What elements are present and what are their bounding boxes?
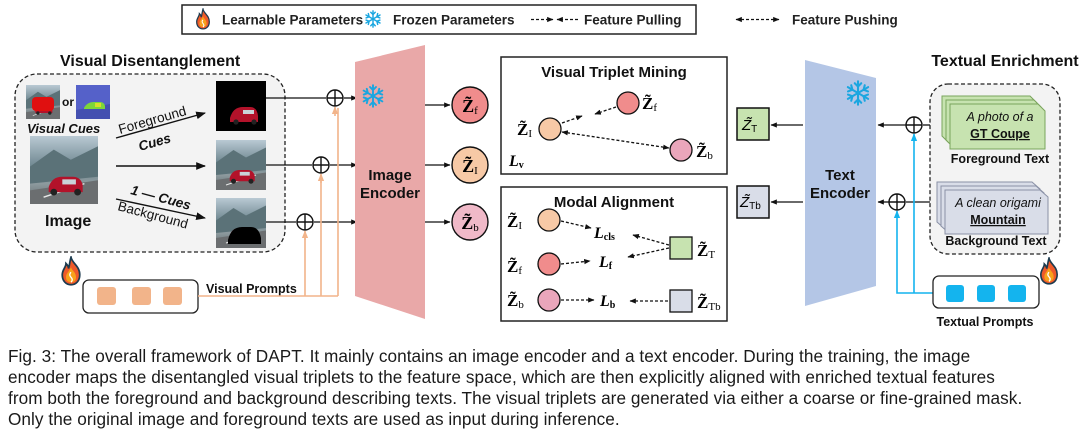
textual-enrichment-title: Textual Enrichment	[931, 53, 1079, 70]
feature-ztb-label: Z̃Tb	[739, 194, 761, 212]
input-image	[30, 136, 98, 204]
pull-arrow-zf	[594, 106, 617, 115]
textual-prompts: Textual Prompts	[932, 257, 1059, 329]
text-encoder-block	[805, 60, 876, 306]
align-zb-node	[537, 288, 561, 312]
visual-cues-label: Visual Cues	[27, 121, 100, 136]
legend-pushing: Feature Pushing	[792, 13, 898, 28]
background-arrow	[115, 198, 206, 220]
foreground-text-card: A photo of a GT Coupe	[941, 95, 1046, 150]
caption-line: Fig. 3: The overall framework of DAPT. I…	[8, 346, 971, 366]
image-encoder-block	[355, 45, 425, 319]
feature-zi-node	[451, 146, 489, 184]
fire-icon	[1039, 257, 1059, 285]
push-arrow-zi-zb	[561, 130, 670, 150]
visual-triplet-mining: Visual Triplet Mining Z̃f Z̃I Z̃b Lv	[500, 56, 728, 175]
feature-zi-label: Z̃I	[462, 156, 478, 177]
visual-flow-lines	[266, 89, 358, 231]
triplet-mining-title: Visual Triplet Mining	[541, 64, 687, 81]
feature-zt-label: Z̃T	[741, 117, 757, 135]
align-zf-node	[537, 252, 561, 276]
background-text-line1: A clean origami	[954, 196, 1042, 210]
background-text-card: A clean origami Mountain	[936, 181, 1049, 235]
or-label: or	[62, 95, 74, 109]
visual-disentanglement-title: Visual Disentanglement	[60, 53, 241, 70]
image-label: Image	[45, 213, 91, 230]
visual-disentanglement: Visual Disentanglement or Visual Cues Im…	[14, 53, 286, 253]
visual-cue-fine-mask	[76, 85, 110, 119]
visual-prompt-token[interactable]	[163, 287, 182, 305]
image-encoder-label-2: Encoder	[360, 185, 420, 202]
align-zi-node	[537, 208, 561, 232]
background-text-line2: Mountain	[970, 213, 1026, 227]
background-text-label: Background Text	[945, 234, 1047, 248]
feature-zf-node	[451, 86, 489, 124]
original-image	[216, 140, 266, 190]
foreground-text-line1: A photo of a	[966, 110, 1034, 124]
framework-diagram: Learnable Parameters Frozen Parameters F…	[14, 4, 1079, 329]
visual-prompt-token[interactable]	[97, 287, 116, 305]
fire-icon	[61, 256, 81, 286]
feature-ztb-node	[736, 185, 770, 219]
text-encoder: Text Encoder	[805, 60, 876, 306]
foreground-image	[216, 81, 266, 131]
image-encoder-label-1: Image	[368, 167, 411, 184]
legend: Learnable Parameters Frozen Parameters F…	[181, 4, 898, 35]
figure-caption: Fig. 3: The overall framework of DAPT. I…	[8, 346, 1076, 430]
triplet-loss-label: Lv	[508, 153, 524, 171]
loss-b-label: Lb	[599, 293, 616, 311]
caption-line: Only the original image and foreground t…	[8, 409, 620, 429]
visual-prompt-token[interactable]	[132, 287, 151, 305]
textual-prompt-token[interactable]	[1008, 285, 1026, 302]
image-encoder: Image Encoder	[355, 45, 425, 319]
modal-alignment-title: Modal Alignment	[554, 194, 674, 211]
text-encoder-label-1: Text	[825, 167, 855, 184]
feature-zt-node	[736, 107, 770, 141]
triplet-zi-node	[538, 117, 562, 141]
triplet-zb-node	[669, 138, 693, 162]
pull-arrow-zi	[561, 115, 583, 124]
legend-pulling: Feature Pulling	[584, 13, 682, 28]
legend-box	[181, 4, 697, 35]
foreground-text-line2: GT Coupe	[970, 127, 1030, 141]
legend-frozen: Frozen Parameters	[393, 13, 515, 28]
triplet-zf-node	[616, 91, 640, 115]
textual-prompt-token[interactable]	[946, 285, 964, 302]
visual-cue-coarse-mask	[26, 85, 60, 119]
text-encoder-label-2: Encoder	[810, 185, 870, 202]
visual-prompts-label: Visual Prompts	[206, 282, 297, 296]
loss-f-label: Lf	[598, 254, 613, 272]
align-zt-node	[669, 236, 693, 260]
legend-learnable: Learnable Parameters	[222, 13, 363, 28]
foreground-text-label: Foreground Text	[951, 152, 1050, 166]
visual-prompts: Visual Prompts	[61, 106, 339, 314]
textual-prompt-token[interactable]	[977, 285, 995, 302]
feature-zb-label: Z̃b	[461, 213, 479, 234]
feature-zb-node	[451, 203, 489, 241]
visual-feature-outputs: Z̃f Z̃I Z̃b	[425, 86, 489, 241]
caption-line: encoder maps the disentangled visual tri…	[8, 367, 995, 387]
modal-alignment: Modal Alignment Z̃I Lcls Z̃f Lf Z̃b Lb Z…	[500, 186, 728, 322]
text-flow-lines	[877, 116, 933, 294]
loss-cls-label: Lcls	[593, 225, 615, 243]
text-feature-outputs: Z̃T Z̃Tb	[736, 107, 803, 219]
align-ztb-node	[669, 289, 693, 313]
feature-zf-label: Z̃f	[462, 96, 478, 117]
foreground-arrow	[115, 111, 206, 139]
textual-enrichment: Textual Enrichment A photo of a GT Coupe…	[929, 53, 1079, 255]
caption-line: from both the foreground and background …	[8, 388, 1023, 408]
textual-prompts-label: Textual Prompts	[936, 315, 1033, 329]
background-image	[216, 198, 266, 248]
